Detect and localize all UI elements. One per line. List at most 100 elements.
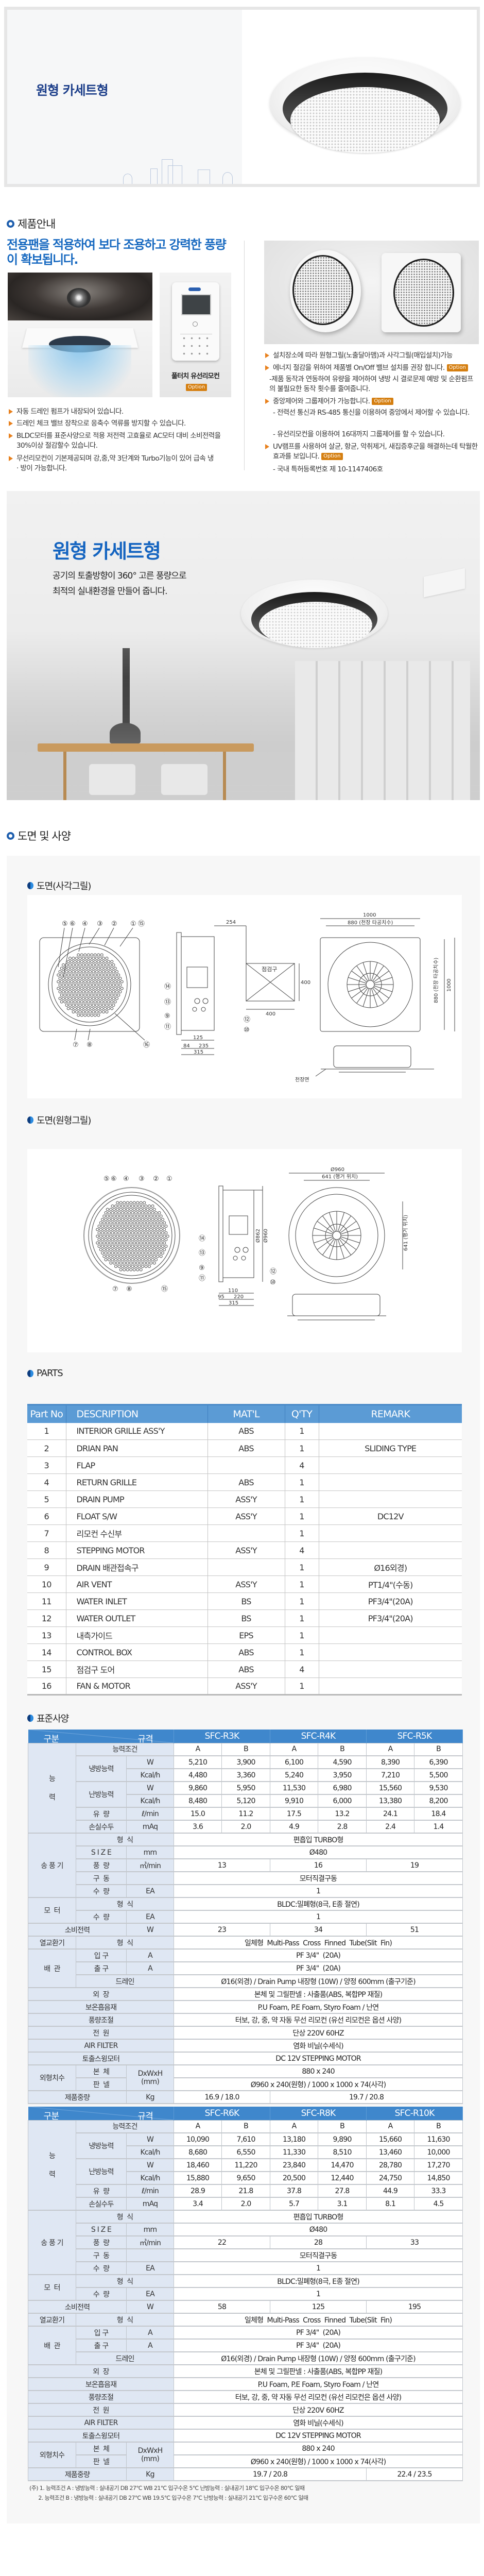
spec-label-cell: W — [126, 1781, 175, 1795]
grille-hole — [68, 977, 72, 980]
grille-hole — [58, 977, 62, 980]
grille-hole — [114, 1251, 117, 1255]
grille-hole — [128, 1265, 131, 1268]
grille-hole — [108, 1245, 111, 1248]
grille-hole — [109, 977, 112, 980]
option-badge: Option — [446, 364, 468, 371]
grille-hole — [60, 1000, 63, 1004]
grille-hole — [116, 1261, 119, 1265]
fan-guard-spoke — [371, 988, 378, 1007]
grille-hole — [132, 1248, 136, 1251]
grille-hole — [112, 1241, 116, 1245]
grille-hole — [108, 1231, 111, 1234]
grille-hole — [126, 1268, 129, 1272]
spec-value-cell: A — [174, 2120, 222, 2133]
grille-hole — [114, 1218, 117, 1221]
spec-label-cell: 입 구 — [76, 1948, 127, 1962]
grille-hole — [98, 984, 102, 987]
grille-hole — [154, 1231, 158, 1234]
grille-hole — [123, 1248, 126, 1251]
spec-value-cell: 1 — [174, 1910, 463, 1924]
grille-hole — [116, 1221, 119, 1225]
subheader-title: 도면(사각그릴) — [37, 881, 91, 892]
grille-hole — [141, 1251, 144, 1255]
spec-label-cell: 손실수두 — [76, 2197, 127, 2211]
svg-text:⑧: ⑧ — [87, 1041, 93, 1049]
parts-cell: ASS'Y — [208, 1575, 285, 1593]
parts-cell: 1 — [285, 1507, 319, 1525]
grille-hole — [152, 1208, 156, 1211]
grille-hole — [120, 980, 124, 984]
grille-hole — [93, 987, 97, 990]
spec-value-cell: 5,120 — [221, 1794, 271, 1808]
svg-text:95: 95 — [218, 1294, 224, 1300]
hero-banner: 원형 카세트형 — [4, 7, 480, 187]
spec-label-cell: 보온흡음재 — [27, 2000, 175, 2014]
grille-hole — [72, 990, 75, 993]
svg-text:880 (천장 타공치수): 880 (천장 타공치수) — [433, 957, 439, 1003]
parts-header-cell: Part No — [27, 1404, 66, 1423]
grille-hole — [163, 1221, 166, 1225]
grille-hole — [80, 960, 83, 963]
grille-hole — [83, 1000, 87, 1004]
spec-label-cell: 모 터 — [28, 2274, 76, 2301]
spec-label-cell: 판 넬 — [76, 2077, 127, 2091]
grille-hole — [134, 1211, 137, 1214]
grille-hole — [65, 984, 68, 987]
grille-hole — [126, 1228, 129, 1231]
spec-value-cell: 1 — [174, 2261, 463, 2275]
spec-value-cell: 5,950 — [221, 1781, 271, 1795]
grille-hole — [136, 1208, 140, 1211]
grille-hole — [68, 990, 72, 993]
spec-value-cell: 18,460 — [174, 2158, 222, 2172]
grille-hole — [68, 1004, 72, 1007]
spec-value-cell: 편흡입 TURBO형 — [174, 2210, 463, 2224]
svg-text:⑦: ⑦ — [112, 1285, 118, 1293]
grille-hole — [151, 1225, 154, 1228]
parts-cell — [208, 1558, 285, 1576]
grille-hole — [158, 1211, 161, 1214]
parts-cell: 1 — [285, 1558, 319, 1576]
grille-hole — [85, 984, 89, 987]
grille-hole — [82, 970, 85, 973]
grille-hole — [108, 1211, 111, 1214]
grille-hole — [123, 1214, 126, 1218]
grille-hole — [139, 1201, 143, 1205]
grille-hole — [152, 1248, 156, 1251]
grille-hole — [148, 1225, 151, 1228]
grille-hole — [104, 1231, 108, 1234]
parts-cell: 9 — [27, 1558, 66, 1576]
grille-hole — [131, 1258, 134, 1261]
fan-guard-spoke — [322, 1239, 335, 1256]
spec-label-cell: 드레인 — [75, 1974, 175, 1988]
grille-hole — [121, 1225, 124, 1228]
grille-hole — [126, 1241, 129, 1245]
bullet-triangle-icon — [265, 444, 269, 449]
svg-text:⑤: ⑤ — [62, 920, 68, 928]
parts-header-cell: MAT'L — [208, 1404, 285, 1423]
grille-hole — [128, 1225, 131, 1228]
grille-hole — [136, 1241, 140, 1245]
spec-value-cell: A — [270, 2120, 319, 2133]
subheader-square-grille: 도면(사각그릴) — [27, 879, 91, 892]
spec-value-cell: B — [414, 2120, 463, 2133]
grille-hole — [109, 1208, 113, 1211]
parts-cell — [319, 1626, 462, 1644]
spec-label-cell: 토출스윙모터 — [27, 2429, 175, 2443]
grille-hole — [144, 1251, 148, 1255]
spec-value-cell: 6,100 — [270, 1755, 319, 1769]
grille-hole — [62, 963, 65, 967]
grille-hole — [63, 987, 67, 990]
grille-hole — [143, 1241, 146, 1245]
spec-label-cell: 형 식 — [75, 2210, 175, 2224]
spec-label-cell: S I Z E — [76, 1845, 127, 1859]
